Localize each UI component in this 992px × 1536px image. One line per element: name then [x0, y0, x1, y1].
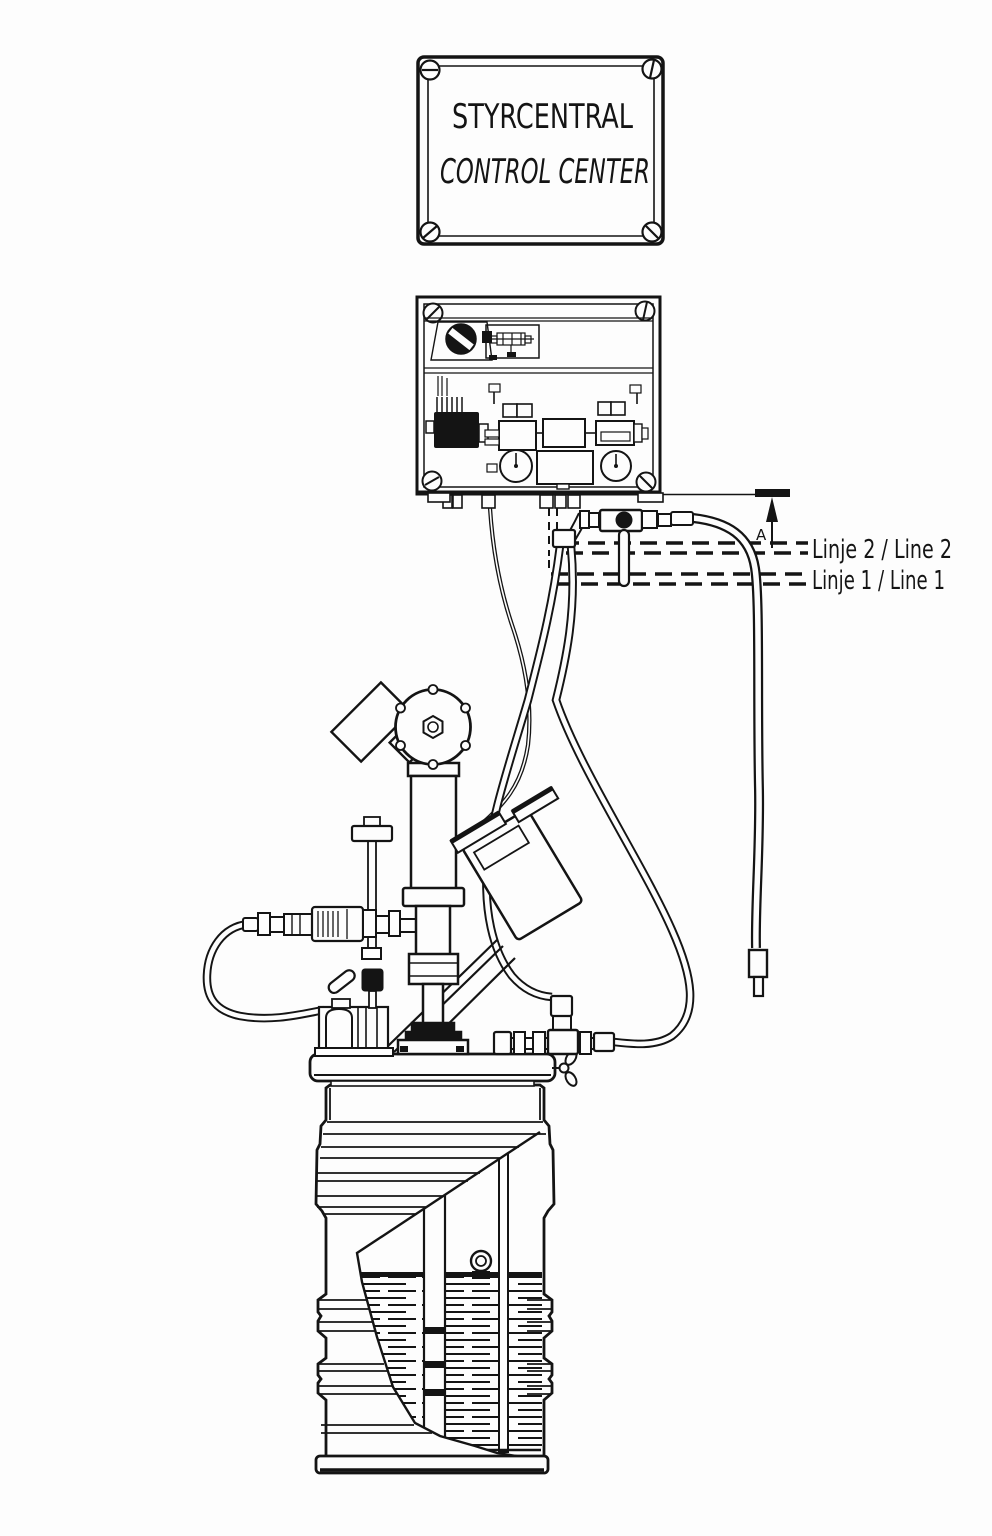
power-switch-knob: [430, 321, 493, 361]
pipe-nut: [513, 1031, 526, 1055]
grease-level-line: [357, 1272, 542, 1277]
t-handle: [350, 824, 394, 843]
lid-cover-assembly: [314, 969, 394, 1057]
suction-tube-joint: [423, 1327, 446, 1334]
pump-head-flange: [394, 684, 472, 770]
hose-line-2: [551, 545, 695, 1049]
follower-ring-base: [472, 1271, 490, 1279]
hidden-pipes: [548, 508, 558, 572]
cutaway-edge: [355, 1130, 541, 1459]
pressure-gauge-1: [486, 449, 533, 483]
rod-collar: [361, 947, 382, 960]
elbow-fitting: [492, 1030, 513, 1056]
linje2-label: Linje 2 / Line 2: [812, 535, 952, 565]
cover-base-plate: [314, 1047, 394, 1057]
solenoid-valve-2: [595, 384, 649, 446]
pipe-nut: [532, 1031, 546, 1055]
grease-drum: [314, 1083, 556, 1475]
linje1-label: Linje 1 / Line 1: [812, 566, 945, 596]
hose-end-tip: [752, 975, 765, 998]
electrical-cable: [450, 507, 532, 852]
pump-assembly: [242, 680, 516, 1056]
rod-knob: [361, 968, 384, 992]
point-a-arrow-head-icon: [766, 497, 778, 522]
dome-cover: [325, 1007, 353, 1050]
return-tube: [498, 1139, 509, 1453]
lubrication-hose-pair: [482, 545, 695, 1049]
tee-body: [546, 1028, 580, 1056]
pump-motor: [449, 785, 583, 941]
point-a-label: A: [756, 526, 767, 544]
ball-valve-lever: [617, 528, 631, 588]
air-supply-hose: [692, 513, 769, 998]
motor-nameplate: [472, 824, 531, 871]
outlet-elbow: [551, 528, 577, 549]
control-center-sign: [416, 55, 665, 246]
lid-lip: [330, 1080, 535, 1087]
line-callouts: [551, 489, 808, 586]
sign-title-english: CONTROL CENTER: [440, 152, 650, 192]
suction-tube-joint: [423, 1361, 446, 1368]
sign-screw-icon: [419, 58, 663, 243]
pneumatic-control-unit: [415, 295, 694, 588]
suction-tube-joint: [423, 1389, 446, 1396]
sign-title-swedish: STYRCENTRAL: [452, 97, 633, 137]
branch-fitting: [549, 994, 574, 1018]
drum-ribs: [316, 1088, 551, 1434]
supply-connection-bar: [755, 489, 790, 497]
hose-end-fitting: [747, 948, 769, 979]
drum-lid: [308, 1050, 578, 1087]
cable-glands: [427, 492, 664, 509]
valve-manifold: [536, 418, 596, 490]
lifting-ring-icon: [469, 1249, 493, 1273]
lid-tee-piping: [492, 994, 616, 1056]
lever-base: [331, 998, 351, 1009]
hose-coupling: [592, 1031, 616, 1053]
suction-tube: [422, 1183, 447, 1453]
air-filter-unit: [242, 905, 417, 943]
clamp-lever: [327, 969, 356, 995]
pressure-gauge-2: [600, 450, 632, 482]
pump-cylinder: [396, 761, 470, 1056]
schematic-plate: [485, 324, 540, 360]
box-screw-icon: [421, 300, 657, 493]
ball-valve: [579, 508, 694, 588]
solenoid-valve-1: [484, 383, 537, 451]
pipe-nut: [579, 1031, 592, 1055]
air-inlet-hose: [202, 919, 325, 1023]
